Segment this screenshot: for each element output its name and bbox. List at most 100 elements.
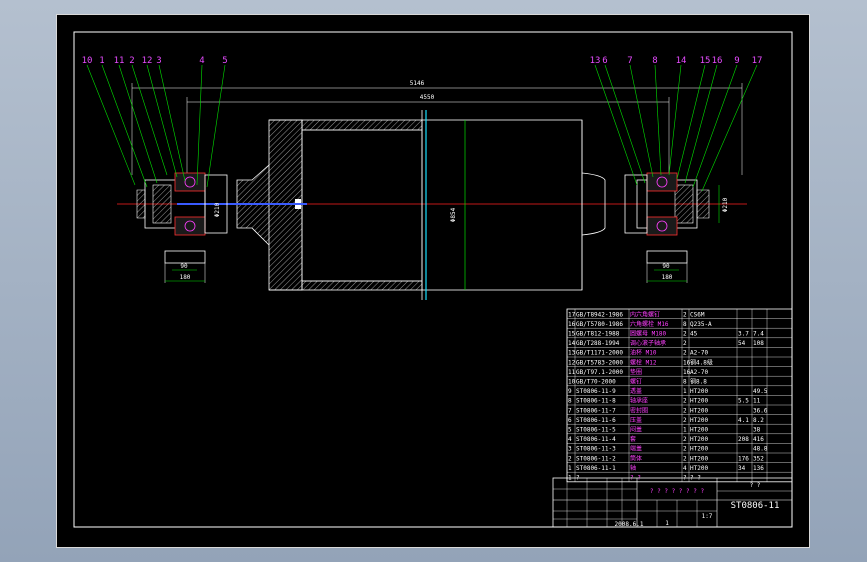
bom-cell: GB/T812-1988 [576,331,620,338]
bom-cell: 9 [568,388,572,395]
bom-cell: 垫圈 [630,368,642,376]
bom-cell: HT200 [690,446,708,453]
bom-cell: 15 [568,331,576,338]
bom-cell: 内六角螺钉 [630,310,660,318]
assembly-drawing: 5146 4550 [73,31,793,528]
bom-cell: 48.8 [753,446,768,453]
leader-line [101,64,148,188]
bom-cell: 5.5 [738,398,749,405]
leader-line [146,64,178,178]
bom-cell: 8 [568,398,572,405]
bom-cell: GB/T1171-2000 [576,350,623,357]
bom-cell: 8.2 [753,417,764,424]
bom-cell: 208 [738,436,749,443]
callout-label: 5 [222,56,227,66]
bom-cell: 3 [568,446,572,453]
callout-label: 17 [752,56,763,66]
bom-cell: 4 [568,436,572,443]
callout-label: 15 [700,56,711,66]
bom-cell: 5 [568,427,572,434]
overall-dimension: 5146 [131,80,743,175]
leader-line [701,64,758,192]
bom-cell: 螺钉 [630,378,642,386]
left-shaft-dim: Φ210 [214,202,221,217]
bom-cell: 2 [683,446,687,453]
leader-line [86,64,136,186]
leader-line [118,64,158,184]
overall-length: 5146 [410,80,425,87]
bom-cell: A2-70 [690,369,708,376]
left-base-dim: 180 [180,274,191,281]
leader-line [604,64,646,184]
bom-cell: 14 [568,340,576,347]
date: 2008.6.1 [615,521,644,528]
leader-line [684,64,718,184]
bom-cell: ST0806-11-6 [576,417,616,424]
bom-cell: HT200 [690,398,708,405]
bom-cell: 7.4 [753,331,764,338]
callout-label: 10 [82,56,93,66]
callout-label: 4 [199,56,204,66]
drawing-border [73,31,793,528]
bom-cell: 16 [683,359,691,366]
bom-cell: 12 [568,359,576,366]
bom-cell: 176 [738,455,749,462]
callout-label: 7 [627,56,632,66]
bom-cell: 2 [683,398,687,405]
left-bearing-assembly: 90 180 Φ210 [136,172,228,283]
callout-label: 2 [129,56,134,66]
right-bearing-assembly: 90 180 Φ210 [624,172,729,283]
bom-cell: 416 [753,436,764,443]
bom-cell: ST0806-11-4 [576,436,616,443]
callout-label: 16 [712,56,723,66]
left-width-dim: 90 [180,263,188,270]
bom-cell: 16 [568,321,576,328]
bom-cell: 透盖 [630,387,642,395]
bom-cell: 2 [683,407,687,414]
bom-cell: 4 [683,465,687,472]
bom-cell: ST0806-11-5 [576,427,616,434]
body-length: 4550 [420,94,435,101]
bom-cell: 10 [568,379,576,386]
bom-cell: 密封圈 [630,406,648,414]
bom-cell: 1 [568,465,572,472]
bom-cell: ST0806-11-8 [576,398,616,405]
bom-cell: 136 [753,465,764,472]
bom-cell: 闷盖 [630,426,642,434]
bom-cell: 16 [683,369,691,376]
callout-label: 14 [676,56,687,66]
bom-cell: GB/T288-1994 [576,340,620,347]
bom-cell: 1 [683,388,687,395]
bom-cell: 轴 [630,464,636,472]
bom-cell: GB/T8942-1986 [576,311,623,318]
callout-label: 1 [99,56,104,66]
bom-cell: 34 [738,465,746,472]
bom-cell: HT200 [690,388,708,395]
leader-line [654,64,662,176]
bom-cell: 2 [683,340,687,347]
bom-cell: 1 [683,427,687,434]
leader-line [676,64,706,180]
bom-cell: 2 [568,455,572,462]
scale: 1:7 [702,513,713,520]
leader-line [206,64,226,188]
bom-cell: 圆螺母 M180 [630,330,666,338]
drawing-number: ST0806-11 [731,501,780,511]
drawing-sheet: 5146 4550 [56,14,810,548]
bom-cell: 8 [683,379,687,386]
bom-cell: 钢4.8级 [690,358,713,366]
bom-cell: A2-70 [690,350,708,357]
